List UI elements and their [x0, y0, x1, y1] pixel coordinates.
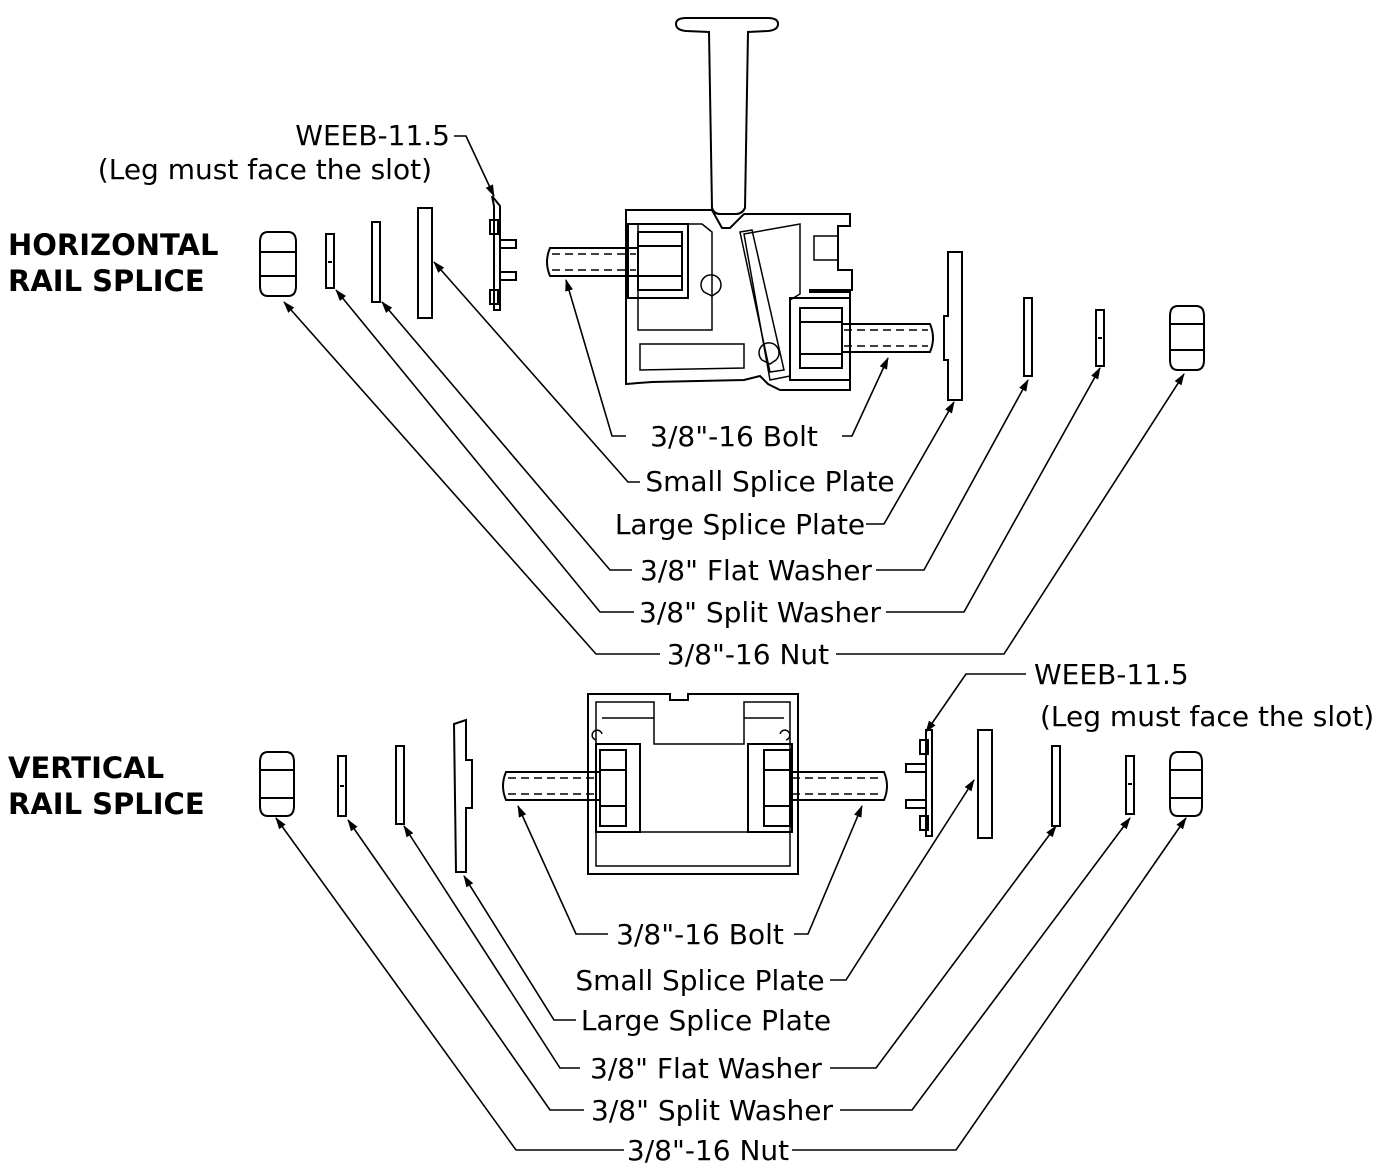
h-weeb-label: WEEB-11.5	[295, 119, 450, 152]
v-left-flat-washer	[395, 745, 405, 825]
vertical-title-line2: RAIL SPLICE	[8, 787, 205, 821]
v-right-flat-washer	[1051, 745, 1061, 827]
v-left-large-plate	[452, 718, 473, 873]
vertical-right-bolt	[747, 743, 888, 833]
horizontal-leaders	[283, 135, 1185, 655]
v-weeb-note: (Leg must face the slot)	[1040, 700, 1374, 733]
v-left-nut	[259, 751, 295, 817]
v-right-split-washer	[1125, 755, 1135, 815]
vertical-splice-group: VERTICAL RAIL SPLICE	[8, 658, 1374, 1163]
v-weeb	[905, 729, 933, 837]
h-small-plate-label: Small Splice Plate	[645, 465, 894, 498]
h-nut-label: 3/8"-16 Nut	[667, 638, 829, 671]
vertical-rail-profile	[587, 693, 799, 875]
v-large-plate-label: Large Splice Plate	[581, 1004, 831, 1037]
v-right-small-plate	[977, 729, 993, 839]
h-right-large-plate	[943, 251, 963, 401]
vertical-right-hardware	[905, 729, 1203, 839]
horizontal-rail-profile	[625, 17, 853, 391]
v-split-washer-label: 3/8" Split Washer	[591, 1094, 833, 1127]
horizontal-right-hardware	[943, 251, 1205, 401]
v-small-plate-label: Small Splice Plate	[575, 964, 824, 997]
h-right-nut	[1169, 305, 1205, 371]
h-left-split-washer	[325, 233, 335, 289]
h-split-washer-label: 3/8" Split Washer	[639, 596, 881, 629]
h-left-small-plate	[417, 207, 433, 319]
h-large-plate-label: Large Splice Plate	[615, 508, 865, 541]
horizontal-right-bolt	[789, 297, 934, 381]
h-right-flat-washer	[1023, 297, 1033, 377]
vertical-left-hardware	[259, 718, 473, 873]
h-weeb-note: (Leg must face the slot)	[98, 153, 432, 186]
v-weeb-label: WEEB-11.5	[1034, 658, 1189, 691]
v-nut-label: 3/8"-16 Nut	[627, 1134, 789, 1163]
horizontal-left-hardware	[259, 195, 517, 319]
h-weeb	[489, 195, 517, 311]
v-left-split-washer	[337, 755, 347, 817]
horizontal-title-line2: RAIL SPLICE	[8, 264, 205, 298]
horizontal-left-bolt	[546, 223, 689, 299]
h-left-nut	[259, 231, 297, 297]
v-right-nut	[1169, 751, 1203, 817]
h-flat-washer-label: 3/8" Flat Washer	[640, 554, 872, 587]
h-bolt-label: 3/8"-16 Bolt	[650, 420, 818, 453]
vertical-title-line1: VERTICAL	[8, 751, 164, 785]
horizontal-title-line1: HORIZONTAL	[8, 228, 218, 262]
v-flat-washer-label: 3/8" Flat Washer	[590, 1052, 822, 1085]
vertical-leaders	[275, 673, 1187, 1151]
vertical-left-bolt	[502, 743, 641, 833]
h-right-split-washer	[1095, 309, 1105, 367]
horizontal-splice-group: HORIZONTAL RAIL SPLICE	[8, 17, 1205, 671]
v-bolt-label: 3/8"-16 Bolt	[616, 918, 784, 951]
h-left-flat-washer	[371, 221, 381, 303]
